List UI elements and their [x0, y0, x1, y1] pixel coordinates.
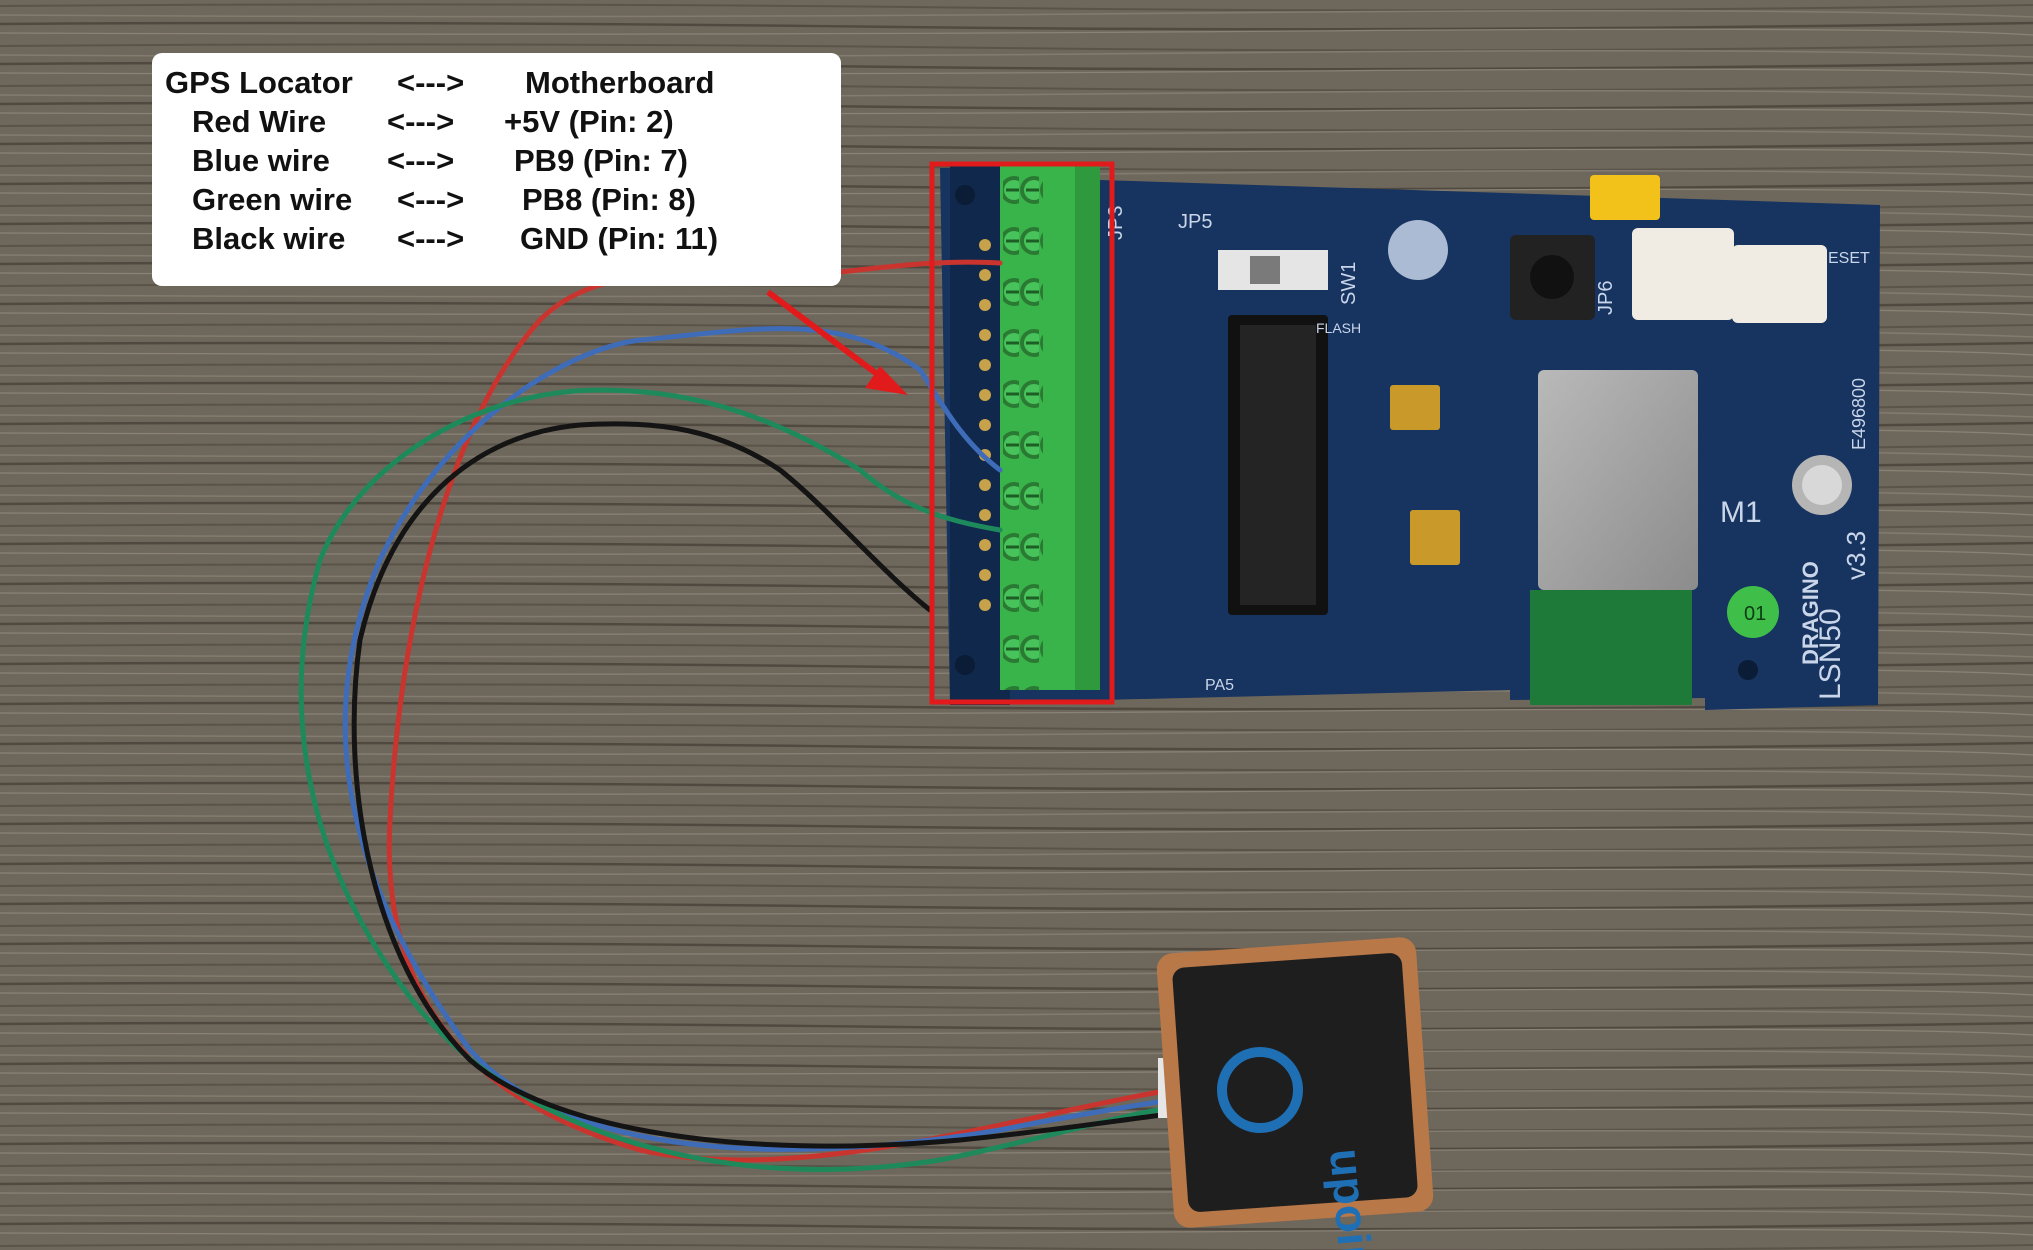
legend-row-arrow: <---> [387, 143, 455, 178]
board-sticker-label: 01 [1744, 603, 1766, 625]
silk-sw1: SW1 [1338, 262, 1360, 305]
legend-row-wire: Green wire [192, 182, 353, 217]
legend-header-arrow: <---> [397, 65, 465, 100]
silk-jp6: JP6 [1595, 281, 1617, 315]
legend-row-arrow: <---> [397, 182, 465, 217]
legend-row-pin: +5V (Pin: 2) [504, 104, 674, 139]
upoint-logo-icon [1217, 1047, 1303, 1133]
legend-header-left: GPS Locator [165, 65, 353, 100]
legend-row-wire: Blue wire [192, 143, 330, 178]
legend-row-pin: PB8 (Pin: 8) [522, 182, 696, 217]
silk-eset: ESET [1828, 250, 1870, 267]
wire-green [298, 387, 1173, 1172]
silk-flash: FLASH [1316, 320, 1361, 336]
terminal-block [1000, 165, 1100, 690]
board-model-label: LSN50 [1814, 608, 1847, 700]
legend-row-arrow: <---> [387, 104, 455, 139]
gps-module: upoint [1156, 937, 1434, 1250]
terminal-highlight-box [929, 161, 1115, 705]
legend-row-wire: Black wire [192, 221, 346, 256]
legend-header-right: Motherboard [525, 65, 715, 100]
silk-jp5: JP5 [1178, 211, 1212, 233]
silk-pa5: PA5 [1205, 677, 1234, 694]
silk-e496800: E496800 [1849, 378, 1869, 450]
legend-row-pin: GND (Pin: 11) [520, 221, 719, 256]
wire-black [351, 421, 1173, 1149]
gps-brand-label: upoint [1320, 1146, 1384, 1250]
pointer-arrow [766, 289, 908, 395]
board-version-label: v3.3 [1841, 531, 1871, 580]
silk-jp3: JP3 [1105, 206, 1127, 240]
legend-row-wire: Red Wire [192, 104, 327, 139]
legend-row-arrow: <---> [397, 221, 465, 256]
legend-row-pin: PB9 (Pin: 7) [514, 143, 688, 178]
lsn50-board: LSN50 v3.3 DRAGINO 01 JP5 JP3 JP6 SW1 FL… [940, 165, 1880, 710]
board-brand-label: DRAGINO [1798, 561, 1823, 665]
silk-m1: M1 [1720, 496, 1762, 529]
wiring-legend: GPS Locator <---> Motherboard Red Wire <… [152, 53, 841, 286]
